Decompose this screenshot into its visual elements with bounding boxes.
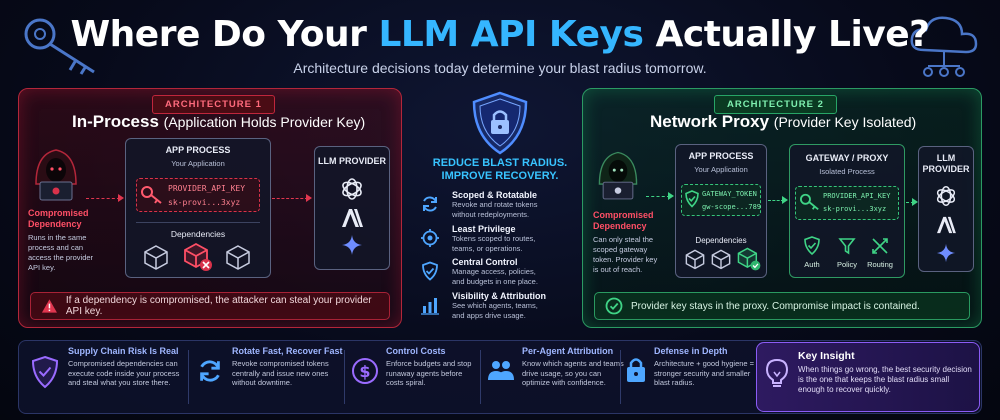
attack-arrow xyxy=(668,192,674,200)
divider xyxy=(136,222,260,223)
warning-icon xyxy=(41,299,57,313)
page-subtitle: Architecture decisions today determine y… xyxy=(293,60,707,76)
divider xyxy=(620,350,621,404)
token-arrow xyxy=(782,196,788,204)
openai-icon xyxy=(342,178,362,200)
provider-key-name: PROVIDER_API_KEY xyxy=(168,184,246,193)
gateway-proxy-subtitle: Isolated Process xyxy=(819,167,875,176)
refresh-icon xyxy=(423,196,437,212)
key-icon xyxy=(141,186,162,204)
insight-rotate-fast: Rotate Fast, Recover Fast Revoke comprom… xyxy=(232,346,343,387)
lightbulb-icon xyxy=(765,358,789,387)
key-insight: Key Insight When things go wrong, the be… xyxy=(798,350,972,394)
page-title: Where Do Your LLM API Keys Actually Live… xyxy=(70,14,930,55)
refresh-icon xyxy=(200,360,220,382)
gateway-feature-routing: Routing xyxy=(867,260,893,269)
shield-check-icon xyxy=(422,261,438,281)
attack-arrow xyxy=(118,194,124,202)
check-circle-icon xyxy=(605,297,623,315)
key-insight-card xyxy=(756,342,980,412)
hacker-icon xyxy=(35,149,77,201)
provider-key-value: sk-provi...3xyz xyxy=(168,198,241,207)
app-process-subtitle: Your Application xyxy=(694,165,748,174)
llm-provider-title: LLM PROVIDER xyxy=(317,156,386,166)
dependencies-label: Dependencies xyxy=(695,236,747,245)
gateway-token-name: GATEWAY_TOKEN xyxy=(702,190,757,198)
feature-central-control: Central Control Manage access, policies,… xyxy=(452,257,538,286)
insight-per-agent-attribution: Per-Agent Attribution Know which agents … xyxy=(522,346,624,387)
shield-check-icon xyxy=(685,190,699,208)
lock-icon xyxy=(627,358,645,382)
provider-key-value: sk-provi...3xyz xyxy=(823,205,887,213)
dependency-box-icon xyxy=(711,249,731,270)
verified-dependency-icon xyxy=(737,247,761,271)
gateway-feature-policy: Policy xyxy=(836,260,857,269)
app-process-subtitle: Your Application xyxy=(171,159,225,168)
insight-defense-in-depth: Defense in Depth Architecture + good hyg… xyxy=(654,346,755,387)
feature-visibility-attribution: Visibility & Attribution See which agent… xyxy=(452,291,546,320)
divider xyxy=(188,350,189,404)
architecture-1-warning: If a dependency is compromised, the atta… xyxy=(30,292,390,320)
dependency-box-icon xyxy=(685,249,705,270)
target-icon xyxy=(421,229,439,247)
users-icon xyxy=(488,361,514,380)
key-request-connector xyxy=(272,198,308,199)
gateway-token-value: gw-scope...789 xyxy=(702,203,762,211)
feature-scoped-rotatable: Scoped & Rotatable Revoke and rotate tok… xyxy=(452,190,538,219)
insight-supply-chain: Supply Chain Risk Is Real Compromised de… xyxy=(68,346,180,387)
provider-arrow xyxy=(912,198,918,206)
attack-connector xyxy=(86,198,120,199)
hacker-icon xyxy=(598,151,638,200)
dependency-box-icon xyxy=(144,245,168,270)
architecture-2-title: Network Proxy (Provider Key Isolated) xyxy=(650,112,917,131)
center-headline: REDUCE BLAST RADIUS. IMPROVE RECOVERY. xyxy=(432,157,568,182)
routing-icon xyxy=(872,238,888,254)
auth-icon xyxy=(804,236,820,256)
key-request-arrow xyxy=(306,194,312,202)
shield-lock-icon xyxy=(472,91,528,155)
bar-chart-icon xyxy=(421,298,439,315)
token-connector xyxy=(768,200,784,201)
attack-connector xyxy=(646,196,670,197)
architecture-1-tag: ARCHITECTURE 1 xyxy=(152,95,275,114)
provider-key-box xyxy=(136,178,260,212)
openai-icon xyxy=(936,186,956,206)
architecture-1-title: In-Process (Application Holds Provider K… xyxy=(72,112,366,131)
gateway-feature-auth: Auth xyxy=(804,260,820,269)
feature-least-privilege: Least Privilege Tokens scoped to routes,… xyxy=(452,224,536,253)
anthropic-icon xyxy=(342,209,363,227)
architecture-2-tag: ARCHITECTURE 2 xyxy=(714,95,837,114)
shield-check-icon xyxy=(31,355,59,389)
divider xyxy=(344,350,345,404)
provider-key-box xyxy=(795,186,899,220)
app-process-title: APP PROCESS xyxy=(165,145,231,155)
sparkle-icon xyxy=(936,243,956,263)
dollar-icon: $ xyxy=(352,358,378,384)
svg-text:$: $ xyxy=(359,362,370,381)
app-process-title: APP PROCESS xyxy=(688,151,754,161)
key-icon xyxy=(24,18,95,75)
sparkle-icon xyxy=(342,235,362,255)
provider-key-name: PROVIDER_API_KEY xyxy=(823,192,891,200)
compromised-dependency-icon xyxy=(184,242,212,271)
dependencies-label: Dependencies xyxy=(170,229,226,239)
dependency-box-icon xyxy=(226,245,250,270)
provider-connector xyxy=(906,202,914,203)
policy-filter-icon xyxy=(838,238,856,255)
key-icon xyxy=(800,193,819,210)
divider xyxy=(480,350,481,404)
gateway-proxy-title: GATEWAY / PROXY xyxy=(805,153,889,163)
anthropic-icon xyxy=(937,216,956,234)
gateway-token-box xyxy=(681,184,761,216)
cloud-network-icon xyxy=(910,16,978,77)
architecture-2-success: Provider key stays in the proxy. Comprom… xyxy=(594,292,970,320)
architecture-2-panel xyxy=(582,88,982,328)
